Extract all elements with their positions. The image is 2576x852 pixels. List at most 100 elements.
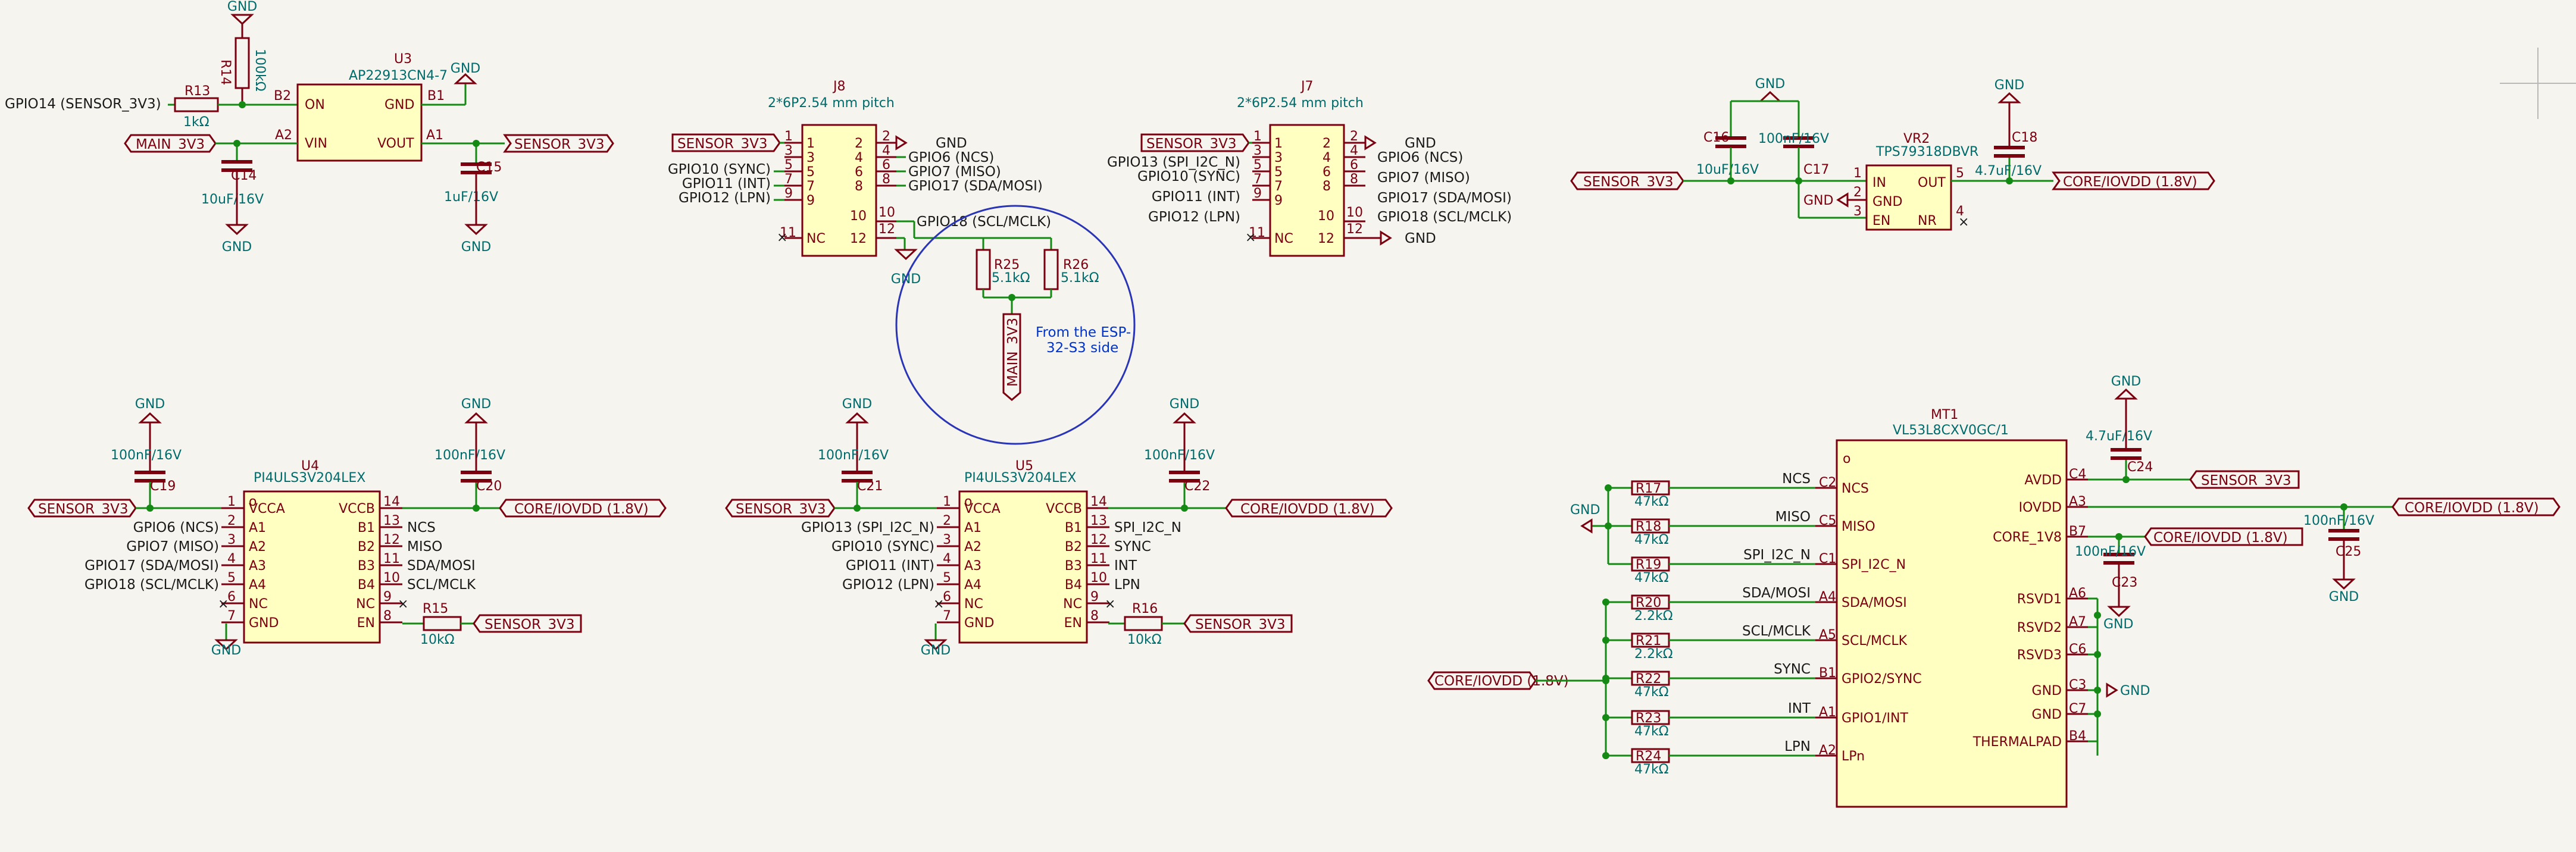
pin-number: 12 xyxy=(383,532,400,547)
j8-net-int: GPIO11 (INT) xyxy=(682,176,771,192)
pin-name: GPIO2/SYNC xyxy=(1842,672,1922,687)
svg-text:8: 8 xyxy=(1350,172,1358,187)
pin-name: CORE_1V8 xyxy=(1993,530,2062,545)
svg-text:2: 2 xyxy=(1853,185,1862,200)
vr2-pin-out: OUT xyxy=(1918,176,1946,190)
c22-value: 100nF/16V xyxy=(1144,448,1215,463)
sensor-3v3-label xyxy=(671,133,781,152)
svg-text:4: 4 xyxy=(1956,204,1964,219)
pin-number: C5 xyxy=(1819,513,1836,528)
pin-number: A1 xyxy=(1819,705,1836,720)
svg-text:U5: U5 xyxy=(1015,459,1033,474)
pin-number: 2 xyxy=(943,513,951,528)
sensor-3v3-label xyxy=(503,134,614,153)
j8-net-gnd: GND xyxy=(936,136,967,151)
c14-ref: C14 xyxy=(231,168,257,183)
svg-text:4: 4 xyxy=(855,151,863,165)
svg-text:10: 10 xyxy=(1346,205,1363,220)
pin-name: B2 xyxy=(358,540,375,555)
gnd-icon xyxy=(230,14,254,26)
r15-ref: R15 xyxy=(423,602,448,616)
net-label: LPN xyxy=(1784,739,1811,754)
j7-net-mclk: GPIO18 (SCL/MCLK) xyxy=(1377,209,1512,225)
svg-text:8: 8 xyxy=(855,179,863,194)
svg-text:4: 4 xyxy=(1323,151,1331,165)
net-label: SCL/MCLK xyxy=(407,577,476,593)
sensor-3v3-text: SENSOR_3V3 xyxy=(38,502,129,517)
j8-header xyxy=(801,124,877,257)
r26-value: 5.1kΩ xyxy=(1061,271,1099,286)
svg-text:12: 12 xyxy=(850,231,867,246)
svg-text:8: 8 xyxy=(1323,179,1331,194)
j7-net-sync: GPIO10 (SYNC) xyxy=(1137,169,1240,184)
resistor-ref: R17 xyxy=(1636,481,1661,496)
svg-text:×: × xyxy=(933,597,944,612)
svg-text:o: o xyxy=(1843,452,1850,466)
gnd-label: GND xyxy=(2103,617,2133,632)
u3-pin-vin: VIN xyxy=(305,136,327,151)
j7-net-gnd2: GND xyxy=(1405,231,1436,246)
u4-value: PI4ULS3V204LEX xyxy=(254,471,365,485)
u3-pin-b1: B1 xyxy=(427,89,445,104)
svg-text:7: 7 xyxy=(806,179,815,194)
svg-text:×: × xyxy=(777,230,787,245)
pin-number: 8 xyxy=(383,609,392,624)
svg-text:2: 2 xyxy=(882,129,890,144)
pin-number: A6 xyxy=(2069,586,2086,601)
j8-net-sync: GPIO10 (SYNC) xyxy=(668,162,771,177)
pin-name: EN xyxy=(357,616,375,631)
vr2-value: TPS79318DBVR xyxy=(1875,145,1978,159)
pin-number: C1 xyxy=(1819,552,1836,566)
r13-ref: R13 xyxy=(185,84,210,99)
vr2-ref: VR2 xyxy=(1903,131,1930,146)
gnd-label: GND xyxy=(461,240,491,255)
gnd-label: GND xyxy=(2120,684,2150,698)
note-text-1: From the ESP- xyxy=(1036,325,1131,340)
u3-ref: U3 xyxy=(394,52,412,67)
u3-pin-b2: B2 xyxy=(274,89,291,104)
r25-ref: R25 xyxy=(994,258,1020,272)
core-iovdd-label xyxy=(2052,171,2215,190)
net-label: SPI_I2C_N xyxy=(1114,520,1181,535)
svg-text:1: 1 xyxy=(1853,166,1862,181)
svg-text:1: 1 xyxy=(806,136,815,151)
j8-value: 2*6P2.54 mm pitch xyxy=(768,96,895,111)
r26-ref: R26 xyxy=(1063,258,1089,272)
pin-number: 7 xyxy=(227,609,236,624)
u5-right-block: 100nF/16V C22 GND CORE/IOVDD (1.8V) R16 … xyxy=(921,397,1393,658)
core-iovdd-label xyxy=(499,499,667,518)
r26-resistor xyxy=(1043,249,1059,290)
r14-ref: R14 xyxy=(218,59,233,85)
sensor-3v3-text: SENSOR_3V3 xyxy=(1583,174,1674,190)
svg-text:5: 5 xyxy=(784,158,793,173)
net-label: INT xyxy=(1114,558,1137,574)
resistor-value: 47kΩ xyxy=(1634,685,1669,700)
c24-ref: C24 xyxy=(2127,460,2153,475)
net-label: SCL/MCLK xyxy=(1742,624,1811,639)
pin-number: 8 xyxy=(1090,609,1099,624)
j8-net-lpn: GPIO12 (LPN) xyxy=(679,190,771,206)
u5-value: PI4ULS3V204LEX xyxy=(964,471,1076,485)
pin-number: 5 xyxy=(227,571,236,585)
pin-name: GND xyxy=(2032,707,2062,722)
j7-net-ncs: GPIO6 (NCS) xyxy=(1377,150,1463,165)
svg-text:6: 6 xyxy=(855,165,863,180)
j8-ref: J8 xyxy=(832,79,846,94)
vr2-pin-en: EN xyxy=(1872,214,1890,228)
sensor-3v3-text: SENSOR_3V3 xyxy=(514,137,605,152)
svg-text:10: 10 xyxy=(850,209,867,224)
u4-right-block: 100nF/16V C20 GND CORE/IOVDD (1.8V) R15 … xyxy=(211,397,667,658)
pin-name: B1 xyxy=(1065,521,1082,535)
pin-name: B3 xyxy=(358,559,375,574)
gnd-label: GND xyxy=(842,397,872,412)
c25-value: 100nF/16V xyxy=(2303,513,2374,528)
pin-name: GND xyxy=(2032,684,2062,698)
svg-text:8: 8 xyxy=(882,172,890,187)
pin-name: GND xyxy=(964,616,994,631)
pin-number: 11 xyxy=(383,552,400,566)
svg-text:×: × xyxy=(398,597,408,612)
pin-name: VCCA xyxy=(964,502,1001,516)
pin-number: 13 xyxy=(383,513,400,528)
gnd-label: GND xyxy=(451,61,480,76)
pin-name: VCCA xyxy=(249,502,285,516)
